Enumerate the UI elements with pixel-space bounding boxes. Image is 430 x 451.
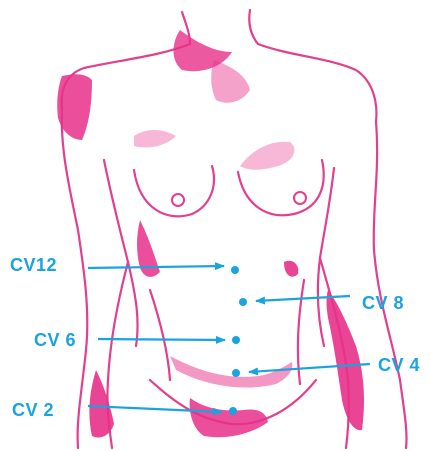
cv2-point <box>229 407 237 415</box>
cv8-point <box>239 298 247 306</box>
cv4-label: CV 4 <box>378 355 420 375</box>
torso-shading <box>57 30 364 438</box>
cv4-point <box>232 369 240 377</box>
nipples <box>172 192 306 206</box>
cv6-label: CV 6 <box>34 330 76 350</box>
cv6-point <box>232 336 240 344</box>
cv8-arrow <box>256 296 350 301</box>
cv6-arrow <box>98 339 225 340</box>
cv12-label: CV12 <box>10 255 57 275</box>
cv12-point <box>231 266 239 274</box>
cv8-label: CV 8 <box>362 293 404 313</box>
acupoint-dots <box>229 266 247 415</box>
cv12-arrow <box>88 266 224 268</box>
cv2-label: CV 2 <box>12 400 54 420</box>
